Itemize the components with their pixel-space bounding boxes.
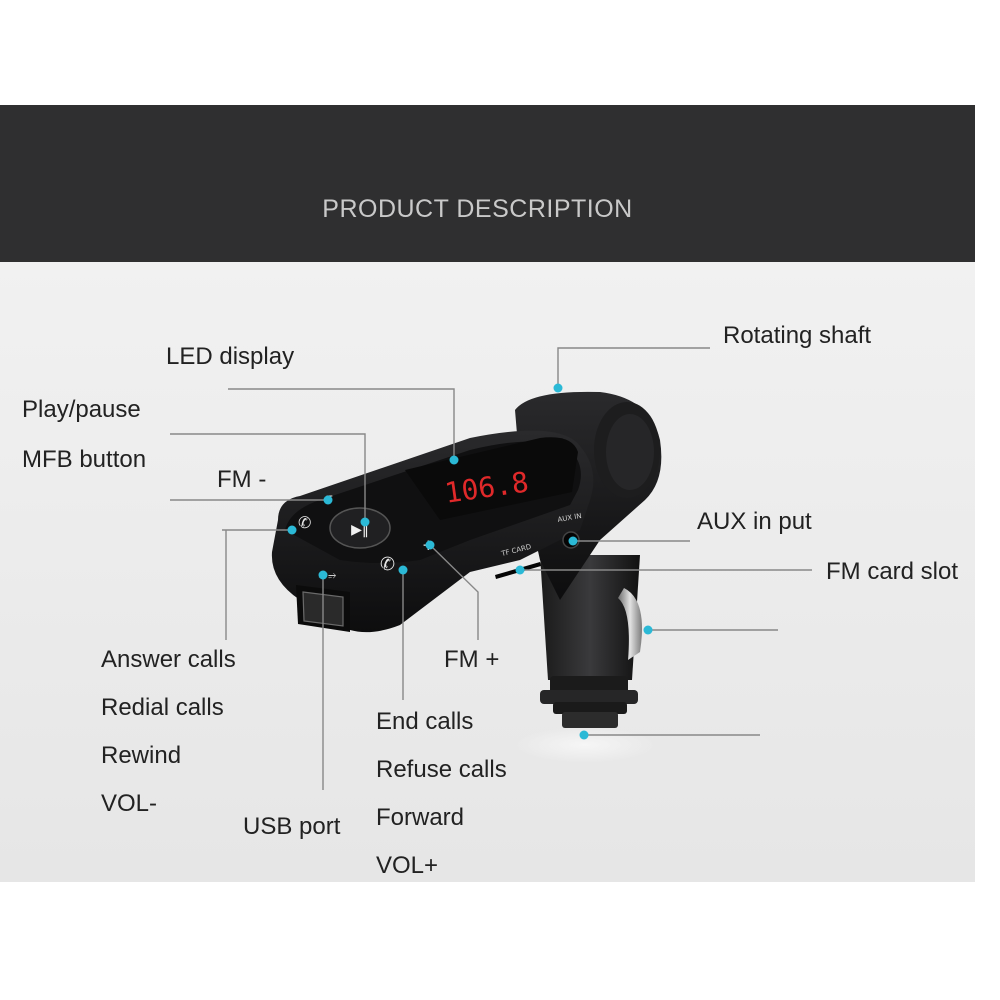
end-call-button[interactable]: ✆ <box>380 554 395 575</box>
header-band <box>0 105 975 262</box>
label-rewind: Rewind <box>101 742 182 769</box>
spring-clip <box>618 588 642 660</box>
label-vol-minus: VOL- <box>101 790 158 817</box>
callout-dots <box>287 383 653 740</box>
cigarette-plug <box>540 555 642 728</box>
header-title: PRODUCT DESCRIPTION <box>322 195 633 223</box>
bottom-strip <box>0 882 1000 1000</box>
dot-fm-plus <box>425 540 435 550</box>
dot-usb-port <box>318 570 328 580</box>
dot-led-display <box>449 455 459 465</box>
label-aux-input: AUX in put <box>697 508 812 535</box>
callout-lines <box>170 347 812 790</box>
label-redial-calls: Redial calls <box>101 694 224 721</box>
dot-answer-calls <box>287 525 297 535</box>
answer-call-icon: ✆ <box>298 513 311 532</box>
label-led-display: LED display <box>166 343 295 370</box>
label-fm-card-slot: FM card slot <box>826 558 959 585</box>
label-mfb-button: MFB button <box>22 446 147 473</box>
dot-fm-card-slot <box>515 565 525 575</box>
label-answer-calls: Answer calls <box>101 646 236 673</box>
end-call-icon: ✆ <box>380 554 395 575</box>
label-usb-port: USB port <box>243 813 341 840</box>
plug-glow <box>515 727 655 763</box>
answer-call-button[interactable]: ✆ <box>298 513 311 532</box>
dot-fm-minus <box>323 495 333 505</box>
product-canvas <box>0 262 975 882</box>
label-fm-minus: FM - <box>217 466 267 493</box>
label-rotating-shaft: Rotating shaft <box>723 322 872 349</box>
dot-spring-clip <box>643 625 653 635</box>
label-vol-plus: VOL+ <box>376 852 439 879</box>
dot-end-calls <box>398 565 408 575</box>
answer-calls-group: Answer calls Redial calls Rewind VOL- <box>101 636 236 828</box>
end-calls-group: End calls Refuse calls Forward VOL+ <box>376 698 507 890</box>
dot-rotating-shaft <box>553 383 563 393</box>
label-refuse-calls: Refuse calls <box>376 756 507 783</box>
car-fm-transmitter: 106.8 ⚡ ⭌ ▶‖ ✆ ✆ – + TF CARD <box>271 391 662 763</box>
label-fm-plus: FM + <box>444 646 500 673</box>
dot-play-pause <box>360 517 370 527</box>
label-play-pause: Play/pause <box>22 396 141 423</box>
label-end-calls: End calls <box>376 708 474 735</box>
play-pause-button[interactable]: ▶‖ <box>329 507 391 549</box>
dot-plug-tip <box>579 730 589 740</box>
led-display: 106.8 <box>405 437 578 520</box>
dot-aux-input <box>568 536 578 546</box>
label-forward: Forward <box>376 804 465 831</box>
